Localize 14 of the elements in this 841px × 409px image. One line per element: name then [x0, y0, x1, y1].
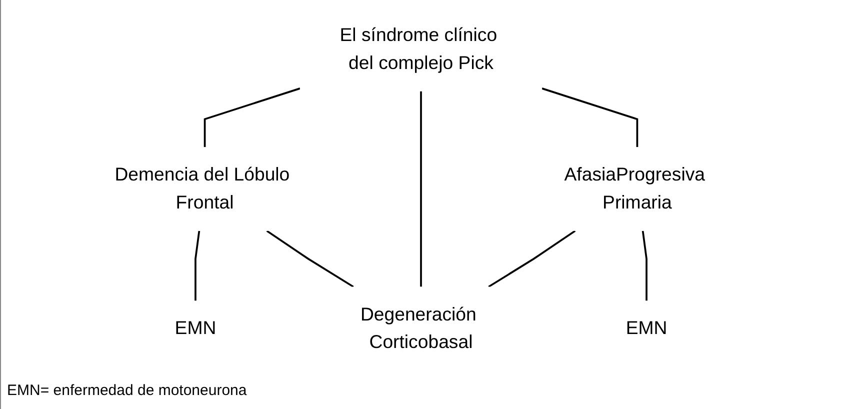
connector — [642, 230, 648, 301]
connector — [488, 230, 576, 288]
connector — [194, 230, 200, 301]
node-text: EMN — [174, 318, 216, 339]
node-text: El síndrome clínico del complejo Pick — [340, 25, 498, 74]
connector — [542, 88, 638, 148]
connector — [204, 88, 300, 148]
connector — [266, 230, 354, 288]
footnote: EMN= enfermedad de motoneurona — [7, 382, 248, 399]
node-text: Degeneración Corticobasal — [360, 304, 476, 353]
node-text: Demencia del Lóbulo Frontal — [114, 164, 290, 214]
node-text: AfasiaProgresiva Primaria — [564, 164, 705, 214]
connector — [420, 91, 422, 287]
node-text: EMN — [626, 318, 668, 339]
